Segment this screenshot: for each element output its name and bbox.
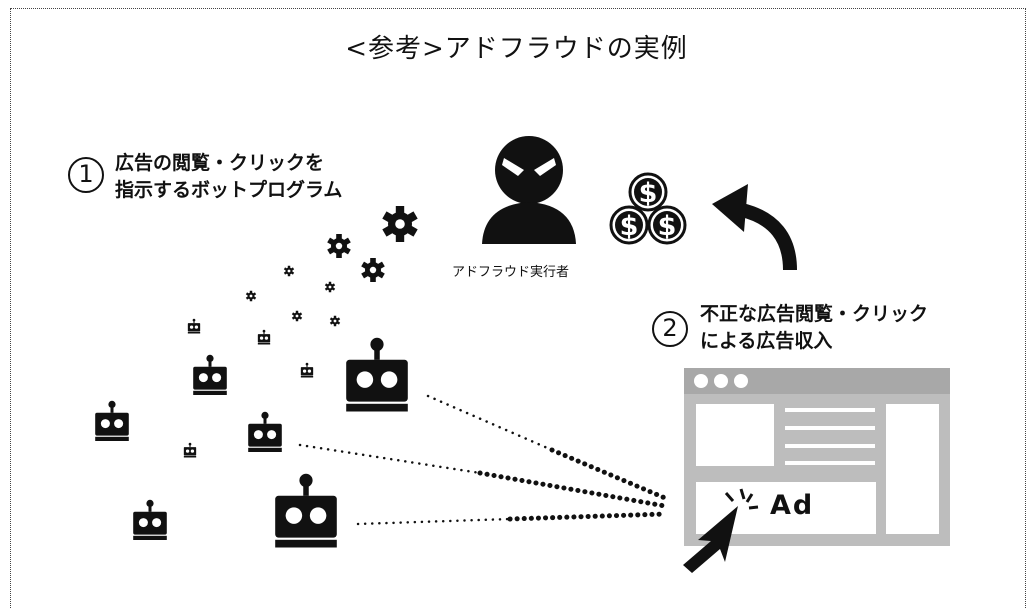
- robot-icon: [95, 400, 129, 441]
- cursor-click-icon: [683, 488, 759, 573]
- actor-label: アドフラウド実行者: [452, 265, 570, 280]
- page-title: <参考>アドフラウドの実例: [345, 34, 688, 64]
- robot-icon: [275, 473, 337, 548]
- step-2-label: 不正な広告閲覧・クリック による広告収入: [700, 301, 928, 355]
- step-2-line-1: 不正な広告閲覧・クリック: [700, 303, 929, 325]
- gear-icon: [361, 258, 385, 282]
- gear-icon: [382, 206, 418, 242]
- dotted-frame: [10, 8, 1026, 608]
- step-1-line-2: 指示するボットプログラム: [115, 179, 343, 201]
- robot-icon: [300, 362, 314, 378]
- step-1-number: 1: [68, 157, 104, 193]
- step-2-line-2: による広告収入: [700, 330, 833, 352]
- gear-icon: [283, 265, 295, 277]
- ad-label: Ad: [770, 490, 815, 521]
- robot-icon: [248, 411, 282, 452]
- robot-icon: [187, 318, 201, 334]
- robot-icon: [133, 499, 167, 540]
- step-1-line-1: 広告の閲覧・クリックを: [115, 152, 325, 174]
- dotted-connection: [298, 394, 668, 526]
- robot-icon: [193, 354, 227, 395]
- robot-icon: [257, 329, 271, 345]
- curved-arrow-icon: [712, 184, 797, 271]
- hacker-icon: [482, 136, 576, 244]
- gear-icon: [324, 281, 336, 293]
- step-2-number: 2: [652, 311, 688, 347]
- gear-icon: [327, 234, 351, 258]
- diagram-canvas: $: [95, 136, 950, 573]
- dollar-coins-icon: [609, 172, 687, 245]
- step-1-label: 広告の閲覧・クリックを 指示するボットプログラム: [115, 150, 342, 204]
- gear-icon: [329, 315, 341, 327]
- gear-icon: [245, 290, 257, 302]
- robot-icon: [346, 337, 408, 412]
- gear-icon: [291, 310, 303, 322]
- robot-icon: [183, 442, 197, 458]
